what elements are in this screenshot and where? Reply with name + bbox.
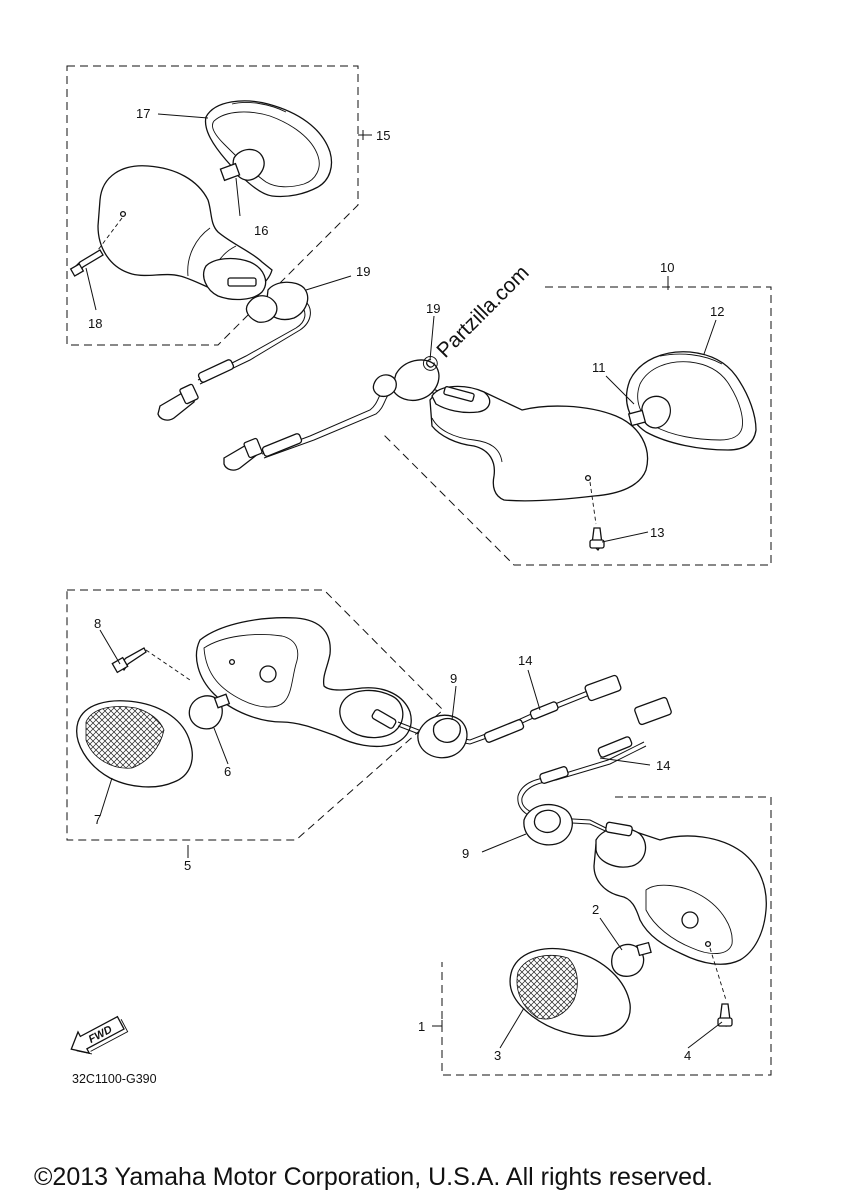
copyright-notice: ©2013 Yamaha Motor Corporation, U.S.A. A… bbox=[34, 1163, 713, 1191]
callout-8: 8 bbox=[94, 616, 101, 631]
screw-8 bbox=[111, 647, 191, 681]
cable-lower-1 bbox=[397, 674, 622, 759]
bulb-6 bbox=[188, 693, 231, 730]
lens-7 bbox=[76, 700, 193, 788]
leader-lines bbox=[85, 113, 723, 1049]
fwd-arrow-icon: FWD bbox=[70, 1015, 129, 1055]
callout-2: 2 bbox=[592, 902, 599, 917]
callout-16: 16 bbox=[254, 223, 268, 238]
screw-13 bbox=[589, 527, 605, 552]
callout-11: 11 bbox=[592, 360, 606, 375]
callout-12: 12 bbox=[710, 304, 724, 319]
lens-17 bbox=[204, 100, 333, 198]
cable-upper-1 bbox=[157, 281, 311, 421]
screw-4 bbox=[717, 1003, 733, 1028]
cable-lower-2 bbox=[517, 696, 672, 846]
callout-14a: 14 bbox=[518, 653, 532, 668]
screw-18 bbox=[69, 249, 104, 277]
callout-7: 7 bbox=[94, 812, 101, 827]
cable-upper-2 bbox=[223, 359, 447, 471]
bulb-11 bbox=[627, 395, 671, 429]
callout-5: 5 bbox=[184, 858, 191, 873]
assembly-1 bbox=[441, 796, 772, 1076]
callout-18: 18 bbox=[88, 316, 102, 331]
watermark: © Partzilla.com bbox=[417, 261, 533, 377]
bulb-16 bbox=[219, 148, 265, 182]
assembly-5 bbox=[66, 589, 444, 841]
callout-9b: 9 bbox=[462, 846, 469, 861]
callout-4: 4 bbox=[684, 1048, 691, 1063]
callout-10: 10 bbox=[660, 260, 674, 275]
callout-3: 3 bbox=[494, 1048, 501, 1063]
callout-19b: 19 bbox=[426, 301, 440, 316]
callout-14b: 14 bbox=[656, 758, 670, 773]
housing-1 bbox=[593, 821, 767, 1001]
lens-3 bbox=[509, 948, 631, 1037]
callout-9a: 9 bbox=[450, 671, 457, 686]
housing-15 bbox=[91, 165, 273, 301]
assembly-10 bbox=[383, 286, 772, 566]
callout-1: 1 bbox=[418, 1019, 425, 1034]
callout-17: 17 bbox=[136, 106, 150, 121]
callouts: 17 15 16 18 19 10 12 19 11 13 8 14 9 14 … bbox=[88, 106, 724, 1063]
callout-19a: 19 bbox=[356, 264, 370, 279]
callout-15: 15 bbox=[376, 128, 390, 143]
housing-5 bbox=[195, 617, 412, 748]
callout-13: 13 bbox=[650, 525, 664, 540]
drawing-code: 32C1100-G390 bbox=[72, 1072, 157, 1086]
housing-10 bbox=[429, 385, 649, 525]
bulb-2 bbox=[611, 941, 652, 977]
fwd-label: FWD bbox=[87, 1024, 115, 1046]
callout-6: 6 bbox=[224, 764, 231, 779]
assembly-15 bbox=[66, 65, 359, 346]
